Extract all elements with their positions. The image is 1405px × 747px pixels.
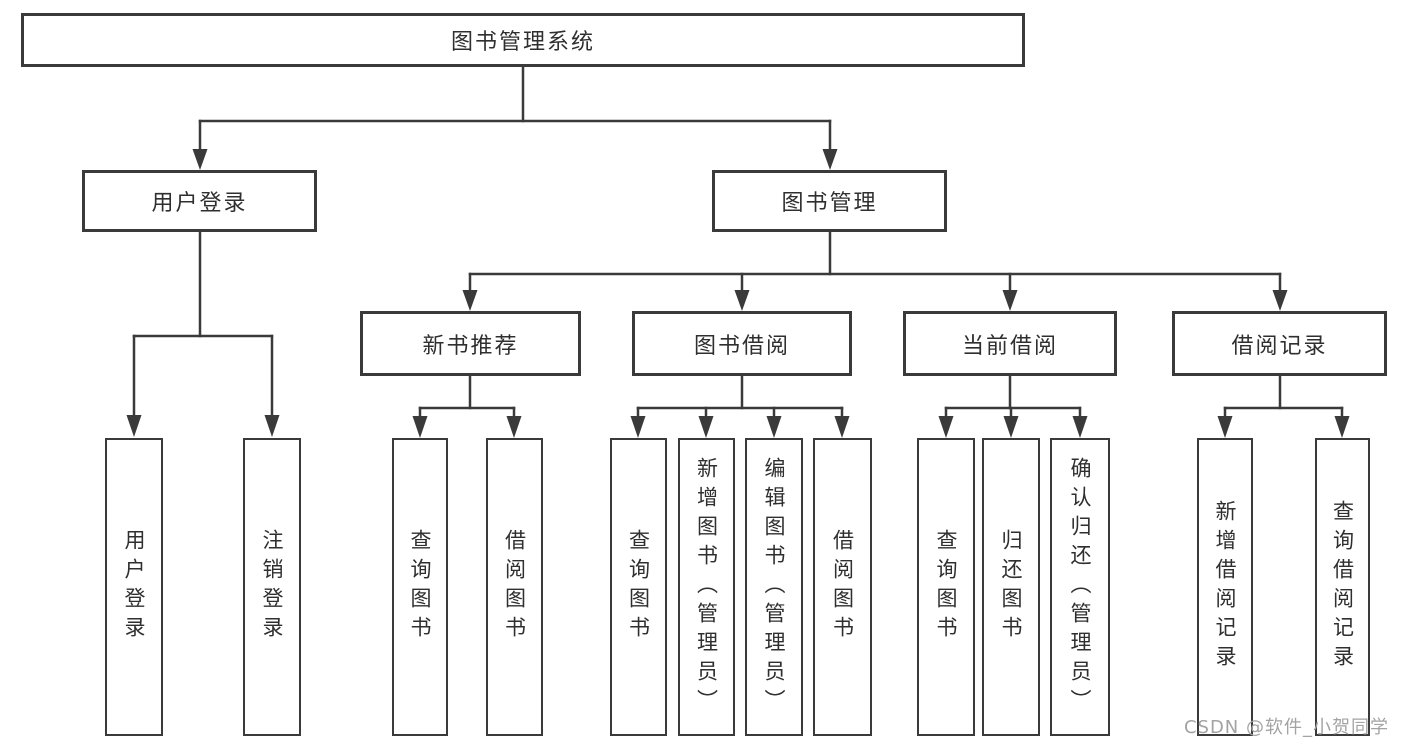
node-user-login: 用户登录 [82, 170, 317, 232]
node-new-book: 新书推荐 [360, 311, 581, 376]
leaf-current-return: 归还图书 [982, 438, 1040, 736]
leaf-current-confirm-admin: 确认归还（管理员） [1050, 438, 1110, 736]
node-book-borrow: 图书借阅 [632, 311, 852, 376]
connector-current-borrow-to-leaves [938, 374, 1088, 438]
leaf-borrow-edit-admin-label: 编辑图书（管理员） [762, 456, 787, 718]
node-root-label: 图书管理系统 [450, 30, 595, 55]
node-borrow-record-label: 借阅记录 [1231, 333, 1328, 359]
leaf-newbook-query-label: 查询图书 [408, 529, 433, 645]
leaf-borrow-edit-admin: 编辑图书（管理员） [745, 438, 803, 736]
leaf-current-confirm-admin-label: 确认归还（管理员） [1068, 456, 1093, 718]
node-root-system: 图书管理系统 [21, 13, 1025, 67]
node-current-borrow-label: 当前借阅 [961, 333, 1058, 359]
connector-user-login-to-leaves [126, 230, 280, 437]
node-current-borrow: 当前借阅 [903, 311, 1117, 376]
leaf-record-query: 查询借阅记录 [1315, 438, 1370, 736]
connector-borrow-record-to-leaves [1217, 374, 1350, 438]
leaf-newbook-query: 查询图书 [392, 438, 448, 736]
leaf-record-query-label: 查询借阅记录 [1330, 500, 1355, 674]
connector-book-borrow-to-leaves [630, 374, 850, 438]
leaf-record-add-label: 新增借阅记录 [1213, 500, 1238, 674]
connector-new-book-to-leaves [412, 374, 522, 438]
connector-book-mgmt-to-level3 [462, 230, 1288, 311]
leaf-user-login: 用户登录 [105, 438, 163, 736]
csdn-watermark: CSDN @软件_小贺同学 [1183, 717, 1389, 738]
node-borrow-record: 借阅记录 [1172, 311, 1387, 376]
leaf-current-return-label: 归还图书 [999, 529, 1024, 645]
node-new-book-label: 新书推荐 [422, 333, 519, 359]
leaf-current-query-label: 查询图书 [934, 529, 959, 645]
node-book-mgmt: 图书管理 [712, 170, 947, 232]
node-user-login-label: 用户登录 [151, 191, 248, 216]
leaf-logout: 注销登录 [243, 438, 301, 736]
node-book-borrow-label: 图书借阅 [693, 333, 790, 359]
leaf-borrow-query-label: 查询图书 [626, 529, 651, 645]
leaf-user-login-label: 用户登录 [122, 529, 147, 645]
leaf-borrow-query: 查询图书 [610, 438, 667, 736]
leaf-logout-label: 注销登录 [260, 529, 285, 645]
leaf-newbook-borrow: 借阅图书 [486, 438, 543, 736]
leaf-current-query: 查询图书 [917, 438, 975, 736]
leaf-borrow-book-label: 借阅图书 [830, 529, 855, 645]
leaf-borrow-book: 借阅图书 [813, 438, 872, 736]
connector-root-to-level2 [192, 65, 838, 170]
leaf-record-add: 新增借阅记录 [1197, 438, 1253, 736]
leaf-borrow-add-admin: 新增图书（管理员） [678, 438, 735, 736]
leaf-borrow-add-admin-label: 新增图书（管理员） [694, 456, 719, 718]
leaf-newbook-borrow-label: 借阅图书 [502, 529, 527, 645]
node-book-mgmt-label: 图书管理 [781, 191, 878, 216]
